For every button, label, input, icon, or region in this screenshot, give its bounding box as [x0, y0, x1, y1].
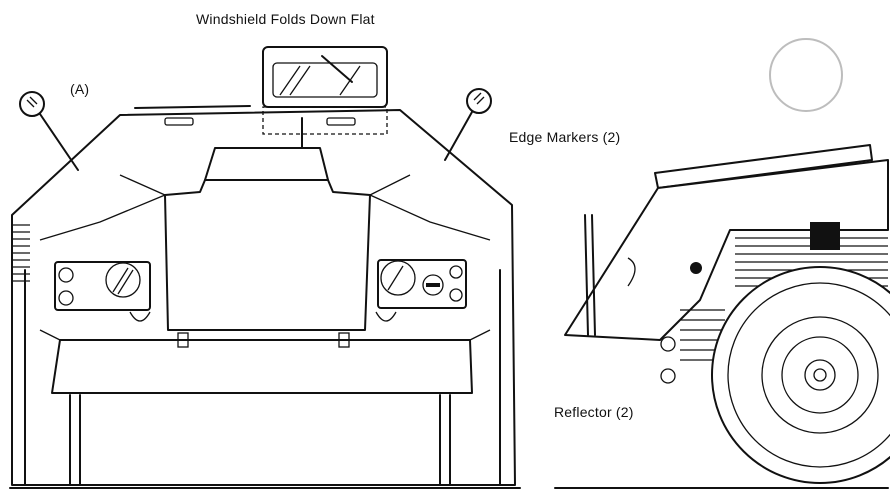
left-light-cluster [54, 261, 151, 322]
right-light-cluster [375, 259, 467, 322]
edge-marker-left [19, 91, 79, 171]
left-side-ribs [12, 224, 30, 282]
side-wheel [711, 266, 890, 484]
edge-markers-label: Edge Markers (2) [509, 129, 621, 145]
view-a-label: (A) [70, 81, 90, 97]
front-view [9, 46, 521, 489]
side-view [554, 144, 890, 489]
windshield [262, 46, 388, 151]
corner-decal [769, 38, 843, 112]
windshield-label: Windshield Folds Down Flat [196, 11, 375, 27]
edge-marker-right [444, 88, 492, 161]
reflector-label: Reflector (2) [554, 404, 634, 420]
